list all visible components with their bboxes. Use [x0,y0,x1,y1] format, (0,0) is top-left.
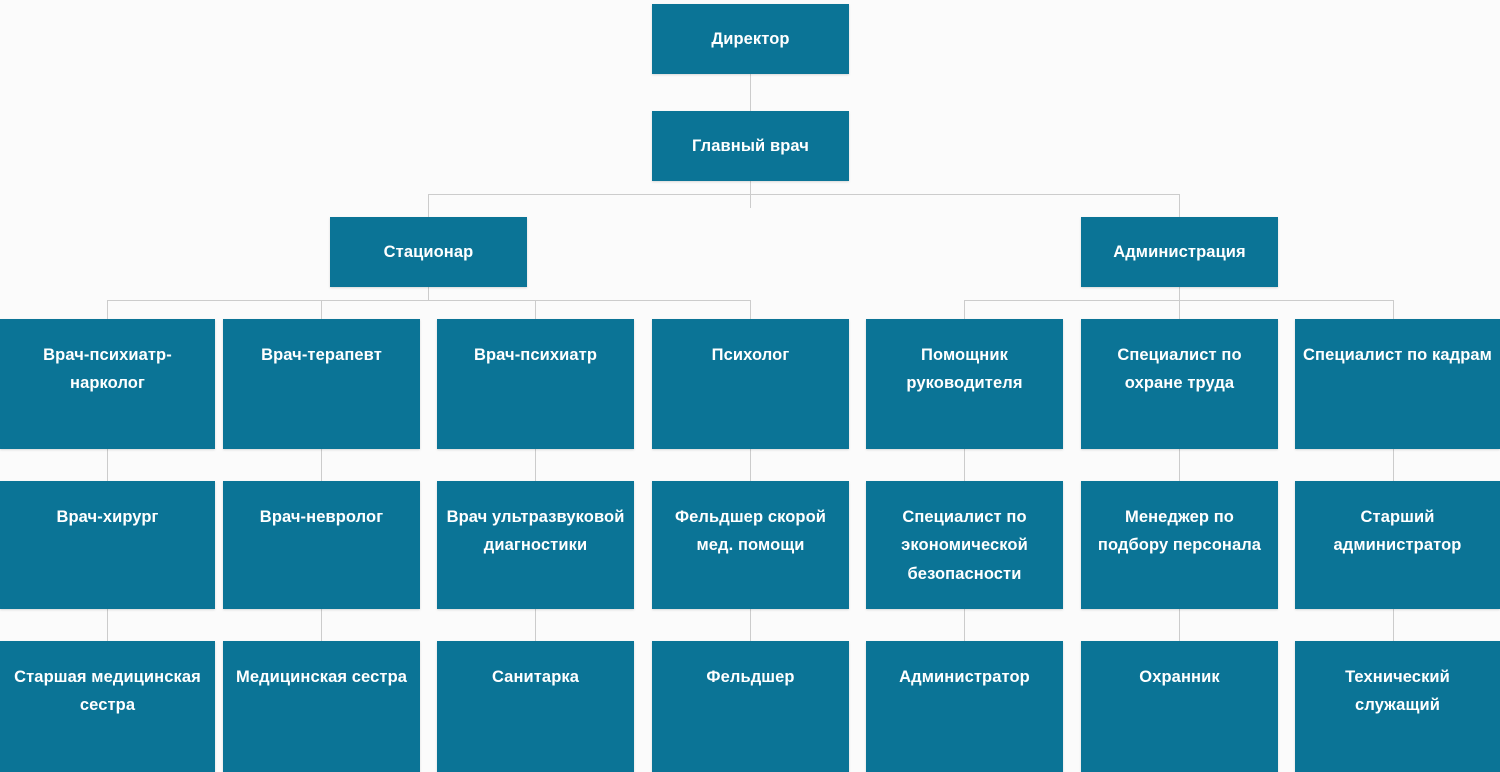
node-economic-security-specialist[interactable]: Специалист по экономической безопасности [866,481,1063,609]
node-assistant-manager[interactable]: Помощник руководителя [866,319,1063,449]
node-stationar[interactable]: Стационар [330,217,527,287]
node-head-nurse[interactable]: Старшая медицинская сестра [0,641,215,772]
node-director-label: Директор [711,29,790,48]
connector-ultrasound-doctor-to-orderly [535,609,536,641]
node-ultrasound-doctor[interactable]: Врач ультразвуковой диагностики [437,481,634,609]
node-technical-staff[interactable]: Технический служащий [1295,641,1500,772]
node-surgeon[interactable]: Врач-хирург [0,481,215,609]
connector-assistant-manager-to-economic-security [964,449,965,481]
node-chief-doctor[interactable]: Главный врач [652,111,849,181]
node-administrator[interactable]: Администратор [866,641,1063,772]
connector-bus-to-psychiatrist [535,300,536,319]
connector-therapist-to-neurologist [321,449,322,481]
connector-neurologist-to-nurse [321,609,322,641]
node-labor-safety-specialist[interactable]: Специалист по охране труда [1081,319,1278,449]
connector-bus-to-psychiatrist-narcologist [107,300,108,319]
connector-ambulance-paramedic-to-paramedic [750,609,751,641]
node-hr-specialist[interactable]: Специалист по кадрам [1295,319,1500,449]
node-neurologist[interactable]: Врач-невролог [223,481,420,609]
connector-hr-specialist-to-senior-administrator [1393,449,1394,481]
node-stationar-label: Стационар [383,242,474,261]
connector-senior-administrator-to-technical-staff [1393,609,1394,641]
node-therapist[interactable]: Врач-терапевт [223,319,420,449]
connector-administration-drop [1179,287,1180,301]
connector-bus-to-hr-specialist [1393,300,1394,319]
connector-stationar-drop [428,287,429,301]
connector-psychologist-to-ambulance-paramedic [750,449,751,481]
connector-surgeon-to-head-nurse [107,609,108,641]
connector-bus-stationar-children [107,300,750,301]
connector-bus-to-assistant-manager [964,300,965,319]
node-psychiatrist-narcologist[interactable]: Врач-психиатр-нарколог [0,319,215,449]
connector-labor-safety-to-recruitment-manager [1179,449,1180,481]
connector-psychiatrist-narcologist-to-surgeon [107,449,108,481]
node-nurse[interactable]: Медицинская сестра [223,641,420,772]
connector-bus-level3 [428,194,1180,195]
node-psychologist[interactable]: Психолог [652,319,849,449]
node-paramedic[interactable]: Фельдшер [652,641,849,772]
connector-bus-to-labor-safety-specialist [1179,300,1180,319]
connector-psychiatrist-to-ultrasound-doctor [535,449,536,481]
connector-bus-to-administration [1179,194,1180,219]
node-chief-doctor-label: Главный врач [692,136,809,155]
node-administration-label: Администрация [1113,242,1246,261]
connector-bus-to-psychologist [750,300,751,319]
node-administration[interactable]: Администрация [1081,217,1278,287]
node-orderly[interactable]: Санитарка [437,641,634,772]
node-psychiatrist[interactable]: Врач-психиатр [437,319,634,449]
connector-bus-administration-children [964,300,1393,301]
connector-recruitment-manager-to-security-guard [1179,609,1180,641]
connector-economic-security-to-administrator [964,609,965,641]
node-senior-administrator[interactable]: Старший администратор [1295,481,1500,609]
node-recruitment-manager[interactable]: Менеджер по подбору персонала [1081,481,1278,609]
node-ambulance-paramedic[interactable]: Фельдшер скорой мед. помощи [652,481,849,609]
node-security-guard[interactable]: Охранник [1081,641,1278,772]
connector-director-to-chief-doctor [750,74,751,111]
connector-bus-to-therapist [321,300,322,319]
node-director[interactable]: Директор [652,4,849,74]
connector-bus-to-stationar [428,194,429,219]
